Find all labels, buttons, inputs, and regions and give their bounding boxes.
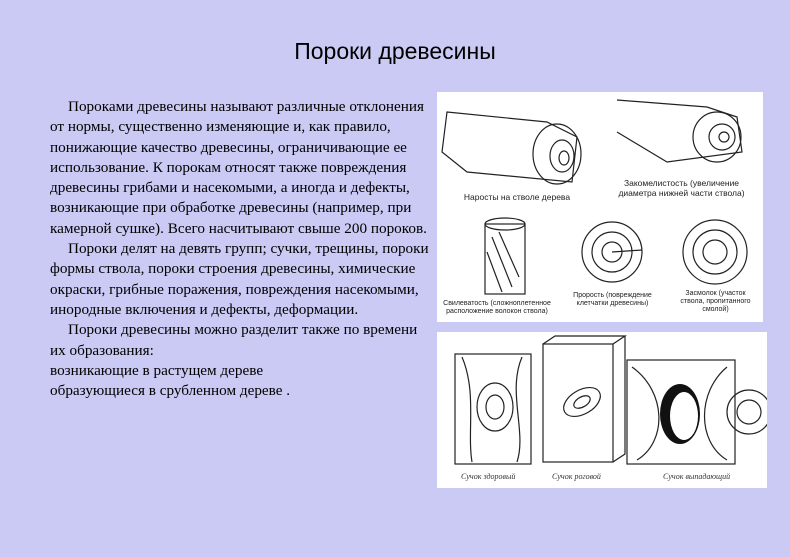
figure-trunk-defects: Наросты на стволе дерева Закомелистость …: [437, 92, 763, 322]
figure-knots: Сучок здоровый Сучок роговой Сучок выпад…: [437, 332, 767, 488]
caption-growths: Наросты на стволе дерева: [463, 192, 571, 202]
knots-drawing: [454, 335, 767, 465]
paragraph-groups: Пороки делят на девять групп; сучки, тре…: [50, 240, 429, 318]
caption-sound-knot: Сучок здоровый: [461, 472, 516, 481]
caption-loose-knot: Сучок выпадающий: [663, 472, 731, 481]
caption-resin-pocket: Засмолок (участок ствола, пропитанного с…: [680, 290, 751, 313]
trunk-defects-drawing: [441, 99, 748, 295]
paragraph-definition: Пороками древесины называют различные от…: [50, 98, 427, 237]
body-text: Пороками древесины называют различные от…: [50, 97, 435, 401]
line-growing: возникающие в растущем дереве: [50, 361, 264, 379]
paragraph-time: Пороки древесины можно разделит также по…: [50, 321, 418, 359]
caption-butt-swell: Закомелистость (увеличение диаметра нижн…: [618, 178, 745, 198]
caption-horny-knot: Сучок роговой: [552, 472, 601, 481]
caption-ingrown-bark: Прорость (повреждение клетчатки древесин…: [573, 292, 652, 307]
caption-twisted-grain: Свилеватость (сложноплетенное расположен…: [443, 300, 551, 315]
line-felled: образующиеся в срубленном дереве .: [50, 382, 291, 400]
slide-title: Пороки древесины: [294, 38, 496, 64]
